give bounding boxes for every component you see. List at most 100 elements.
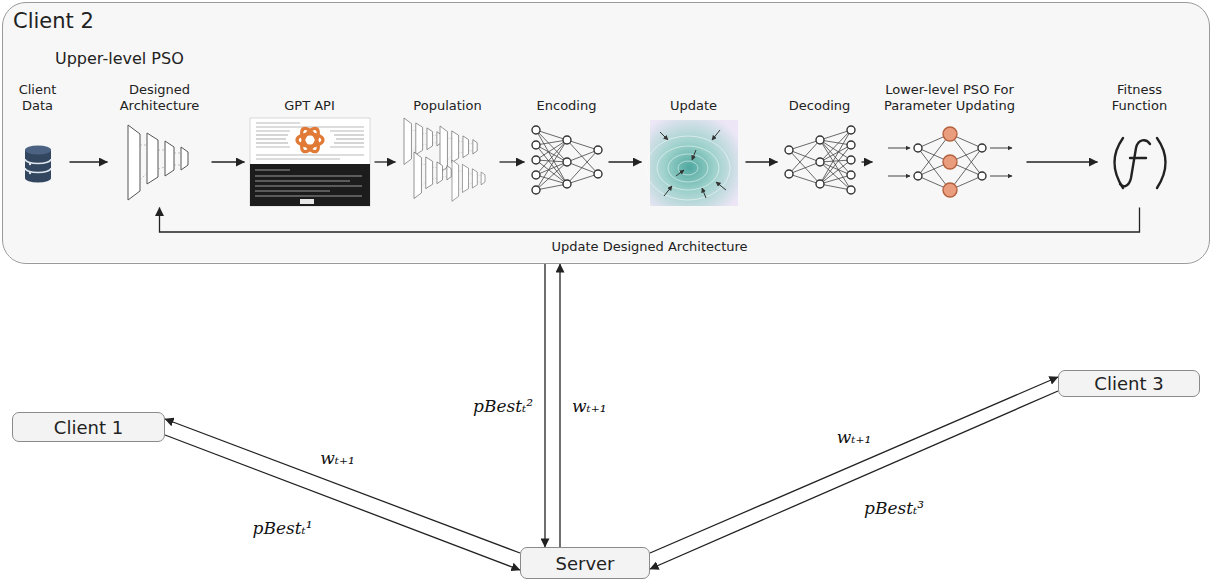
- connector-arrow: [746, 161, 778, 162]
- net-neuron: [532, 126, 540, 134]
- node-label: Lower-level PSO For Parameter Updating: [875, 82, 1025, 114]
- net-neuron: [943, 155, 957, 169]
- pipeline-stage: Decoding: [780, 62, 860, 208]
- net-link: [567, 150, 598, 184]
- net-neuron: [563, 136, 571, 144]
- stage-label-area: Update: [644, 62, 744, 114]
- net-link: [789, 162, 820, 174]
- edge-label: Update Designed Architecture: [548, 239, 750, 254]
- search-landscape: [646, 120, 738, 206]
- net-link: [536, 160, 567, 184]
- node-label: Population: [413, 98, 481, 114]
- net-link: [820, 140, 851, 190]
- pipeline-stage: Encoding: [527, 62, 607, 208]
- net-link: [918, 148, 950, 190]
- net-link: [950, 134, 982, 176]
- node-label: Update: [670, 98, 717, 114]
- net-io-arrow: [888, 176, 910, 177]
- connector-arrow: [70, 161, 108, 162]
- stage-label-area: Lower-level PSO For Parameter Updating: [875, 62, 1025, 114]
- decoder-icon: [785, 126, 855, 194]
- net-link: [536, 140, 567, 190]
- net-link: [820, 130, 851, 184]
- panel-ground: [3, 3, 1210, 263]
- stage-label-area: Fitness Function: [1100, 62, 1180, 114]
- net-link: [536, 162, 567, 175]
- node-label: GPT API: [284, 98, 335, 114]
- net-neuron: [847, 156, 855, 164]
- pipeline-stage: Client Data: [8, 62, 68, 208]
- connector-arrow: [650, 391, 1058, 569]
- net-io-arrow: [888, 148, 910, 149]
- net-neuron: [847, 186, 855, 194]
- net-io-arrow: [990, 176, 1012, 177]
- net-neuron: [943, 127, 957, 141]
- connector-arrow: [862, 161, 873, 162]
- node-label: Client Data: [8, 82, 68, 114]
- stage-label-area: Encoding: [527, 62, 607, 114]
- net-neuron: [816, 158, 824, 166]
- net-neuron: [914, 172, 922, 180]
- encoder-icon: [532, 126, 602, 194]
- net-neuron: [816, 136, 824, 144]
- connector-arrow: [609, 161, 642, 162]
- net-neuron: [847, 141, 855, 149]
- node-label: Decoding: [789, 98, 850, 114]
- net-neuron: [978, 144, 986, 152]
- net-link: [789, 150, 820, 184]
- edge-label: pBestₜ¹: [251, 518, 315, 538]
- net-neuron: [914, 144, 922, 152]
- stage-label-area: Client Data: [8, 62, 68, 114]
- net-neuron: [594, 146, 602, 154]
- connector-arrow: [559, 264, 560, 547]
- net-neuron: [532, 171, 540, 179]
- net-neuron: [563, 158, 571, 166]
- pipeline-stage: Designed Architecture: [110, 62, 210, 208]
- connector-arrow: [1027, 161, 1098, 162]
- net-neuron: [785, 146, 793, 154]
- net-link: [567, 140, 598, 174]
- connector-arrow: [160, 208, 1140, 233]
- panel-subheading: Upper-level PSO: [55, 49, 184, 68]
- gpt-screenshot: [250, 118, 370, 206]
- connector-arrow: [165, 435, 520, 570]
- net-neuron: [532, 156, 540, 164]
- connector-arrow: [500, 161, 525, 162]
- net-neuron: [563, 180, 571, 188]
- connector-arrow: [650, 377, 1058, 553]
- net-neuron: [532, 186, 540, 194]
- database-icon: [25, 146, 51, 183]
- stage-label-area: Population: [398, 62, 498, 114]
- net-link: [536, 162, 567, 190]
- net-link: [789, 140, 820, 174]
- pipeline-stage: Population: [398, 62, 498, 208]
- net-link: [567, 174, 598, 184]
- net-neuron: [532, 141, 540, 149]
- net-neuron: [816, 180, 824, 188]
- net-neuron: [785, 170, 793, 178]
- edge-label: wₜ₊₁: [318, 448, 357, 468]
- net-link: [567, 162, 598, 174]
- edge-label: pBestₜ²: [471, 396, 535, 416]
- connector-arrow: [165, 419, 520, 553]
- pipeline-stage: Update: [644, 62, 744, 208]
- net-link: [536, 140, 567, 145]
- net-neuron: [978, 172, 986, 180]
- pipeline-stage: Fitness Function: [1100, 62, 1180, 208]
- net-link: [820, 140, 851, 145]
- net-link: [820, 145, 851, 184]
- lower-pso-network: [888, 127, 1012, 197]
- node-label: Client 3: [1094, 373, 1163, 394]
- net-link: [820, 175, 851, 184]
- connector-arrow: [375, 161, 396, 162]
- net-link: [950, 148, 982, 190]
- node-label: Fitness Function: [1100, 82, 1180, 114]
- architecture-icon: [128, 125, 188, 200]
- edge-label: pBestₜ³: [862, 498, 926, 518]
- stage-label-area: Decoding: [780, 62, 860, 114]
- net-link: [536, 184, 567, 190]
- node-label: Client 1: [54, 417, 123, 438]
- stage-label-area: GPT API: [247, 62, 373, 114]
- node-label: Server: [555, 553, 614, 574]
- connector-arrow: [212, 161, 245, 162]
